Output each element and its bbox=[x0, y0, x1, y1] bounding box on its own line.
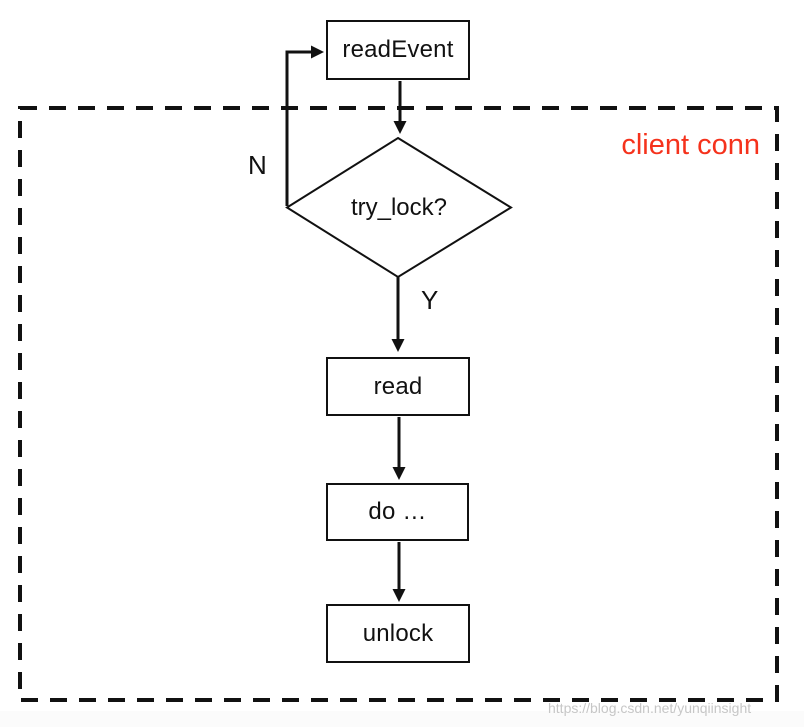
arrowhead-to-unlock bbox=[392, 589, 406, 602]
bottom-edge-band bbox=[0, 711, 804, 727]
node-read-label: read bbox=[373, 372, 423, 400]
arrowhead-loop-right bbox=[311, 45, 324, 59]
client-conn-label: client conn bbox=[621, 129, 760, 161]
node-unlock-label: unlock bbox=[362, 619, 434, 647]
node-unlock: unlock bbox=[326, 604, 470, 663]
node-readevent-label: readEvent bbox=[342, 36, 454, 63]
edge-label-yes: Y bbox=[421, 285, 439, 315]
node-read: read bbox=[326, 357, 470, 416]
node-trylock-label: try_lock? bbox=[350, 194, 448, 221]
node-readevent: readEvent bbox=[326, 20, 470, 80]
node-do: do … bbox=[326, 483, 469, 541]
edge-label-no: N bbox=[248, 150, 267, 180]
edge-trylock-no-loop bbox=[285, 50, 311, 206]
arrowhead-to-read bbox=[391, 339, 405, 352]
csdn-watermark: https://blog.csdn.net/yunqiinsight bbox=[548, 700, 752, 716]
node-do-label: do … bbox=[368, 498, 427, 525]
arrowhead-to-do bbox=[392, 467, 406, 480]
arrowhead-to-diamond bbox=[393, 121, 407, 134]
